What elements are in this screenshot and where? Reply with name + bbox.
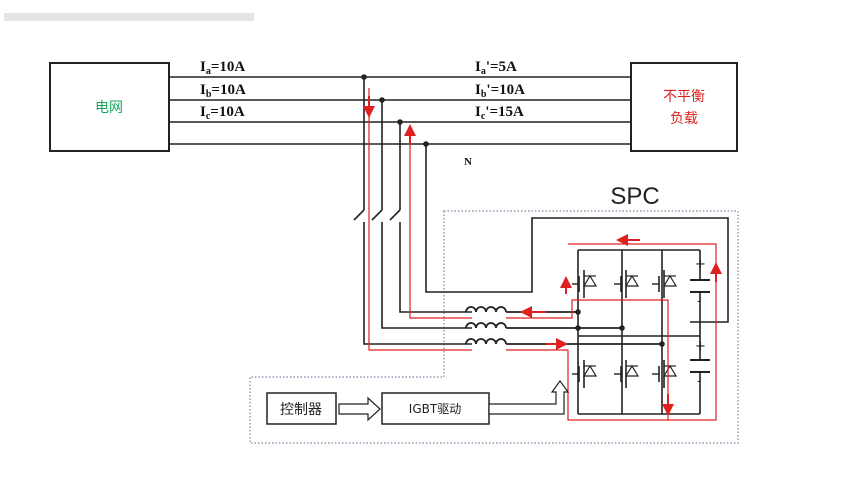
load-label-line1: 不平衡	[663, 89, 705, 105]
driver-to-bridge-arrow	[488, 379, 570, 415]
inductors	[465, 306, 662, 345]
load-label-line2: 负载	[670, 111, 698, 127]
current-ia-load: Ia'=5A	[475, 59, 517, 77]
current-arrows	[363, 96, 722, 416]
spc-title: SPC	[610, 183, 659, 210]
controller-label: 控制器	[280, 402, 322, 418]
svg-text:+: +	[695, 257, 706, 272]
controller-block: 控制器	[266, 392, 337, 425]
grid-label: 电网	[95, 100, 123, 116]
svg-text:-: -	[697, 374, 702, 389]
current-ib: Ib=10A	[200, 82, 246, 100]
controller-to-driver-arrow	[338, 396, 381, 422]
leg-junctions	[575, 309, 665, 347]
capacitor-polarity: + - + -	[695, 257, 706, 389]
phase-drops	[353, 77, 729, 345]
neutral-label: N	[464, 156, 472, 168]
junction-dots	[361, 74, 429, 147]
dc-capacitors	[690, 279, 710, 373]
current-ia: Ia=10A	[200, 59, 245, 77]
faded-caption	[4, 13, 254, 21]
igbt-driver-label: IGBT驱动	[409, 402, 461, 416]
inverter-bridge	[577, 249, 701, 415]
svg-text:+: +	[695, 339, 706, 354]
igbt-driver-block: IGBT驱动	[381, 392, 490, 425]
grid-block: 电网	[49, 62, 170, 152]
load-block: 不平衡 负载	[630, 62, 738, 152]
current-ic: Ic=10A	[200, 104, 245, 122]
svg-text:-: -	[697, 294, 702, 309]
spc-enclosure	[249, 210, 739, 444]
current-ib-load: Ib'=10A	[475, 82, 525, 100]
current-path	[368, 88, 717, 421]
current-ic-load: Ic'=15A	[475, 104, 524, 122]
